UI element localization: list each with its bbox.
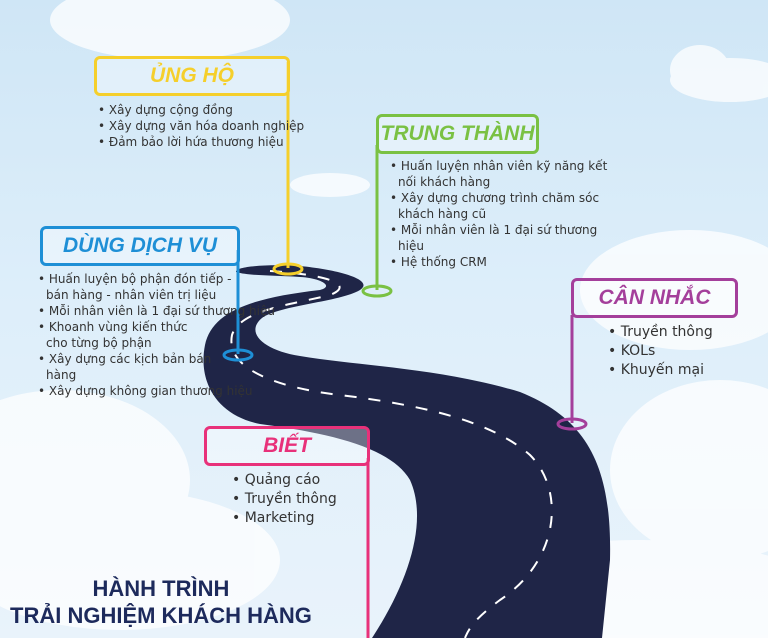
- stage-label-text: TRUNG THÀNH: [380, 122, 535, 145]
- infographic-title: HÀNH TRÌNH TRẢI NGHIỆM KHÁCH HÀNG: [10, 575, 312, 629]
- stage-ung-ho-list: Xây dựng cộng đồng Xây dựng văn hóa doan…: [96, 102, 304, 150]
- list-item: Xây dựng văn hóa doanh nghiệp: [96, 118, 304, 134]
- road-center-line: [230, 270, 553, 638]
- stage-can-nhac-list: Truyền thông KOLs Khuyến mại: [606, 323, 713, 380]
- title-line-1: HÀNH TRÌNH: [92, 576, 230, 601]
- flag-poles: [222, 62, 588, 638]
- list-item: Hệ thống CRM: [388, 254, 623, 270]
- list-item: Xây dựng không gian thương hiệu: [36, 383, 253, 399]
- stage-label-text: BIẾT: [263, 434, 311, 457]
- stage-trung-thanh-label: TRUNG THÀNH: [376, 114, 539, 154]
- list-item: Xây dựng các kịch bản bán hàng: [36, 351, 236, 383]
- stage-trung-thanh-list: Huấn luyện nhân viên kỹ năng kết nối khá…: [388, 158, 623, 270]
- list-item: Đảm bảo lời hứa thương hiệu: [96, 134, 304, 150]
- list-item: Marketing: [230, 509, 337, 528]
- stage-label-text: DÙNG DỊCH VỤ: [62, 234, 217, 257]
- list-item: Huấn luyện nhân viên kỹ năng kết nối khá…: [388, 158, 623, 190]
- stage-label-text: ỦNG HỘ: [150, 64, 234, 87]
- list-item: Khoanh vùng kiến thức cho từng bộ phận: [36, 319, 196, 351]
- list-item: KOLs: [606, 342, 713, 361]
- stage-biet-label: BIẾT: [204, 426, 370, 466]
- list-item: Xây dựng cộng đồng: [96, 102, 304, 118]
- stage-label-text: CÂN NHẮC: [598, 286, 711, 309]
- road: [203, 265, 611, 638]
- list-item: Huấn luyện bộ phận đón tiếp - bán hàng -…: [36, 271, 236, 303]
- list-item: Khuyến mại: [606, 361, 713, 380]
- title-line-2: TRẢI NGHIỆM KHÁCH HÀNG: [10, 603, 312, 628]
- stage-ung-ho-label: ỦNG HỘ: [94, 56, 290, 96]
- stage-dung-dich-vu-list: Huấn luyện bộ phận đón tiếp - bán hàng -…: [36, 271, 275, 399]
- list-item: Mỗi nhân viên là 1 đại sứ thương hiệu: [36, 303, 275, 319]
- stage-dung-dich-vu-label: DÙNG DỊCH VỤ: [40, 226, 240, 266]
- stage-can-nhac-label: CÂN NHẮC: [571, 278, 738, 318]
- stage-biet-list: Quảng cáo Truyền thông Marketing: [230, 471, 337, 528]
- list-item: Quảng cáo: [230, 471, 337, 490]
- list-item: Xây dựng chương trình chăm sóc khách hàn…: [388, 190, 623, 222]
- list-item: Truyền thông: [606, 323, 713, 342]
- list-item: Mỗi nhân viên là 1 đại sứ thương hiệu: [388, 222, 623, 254]
- list-item: Truyền thông: [230, 490, 337, 509]
